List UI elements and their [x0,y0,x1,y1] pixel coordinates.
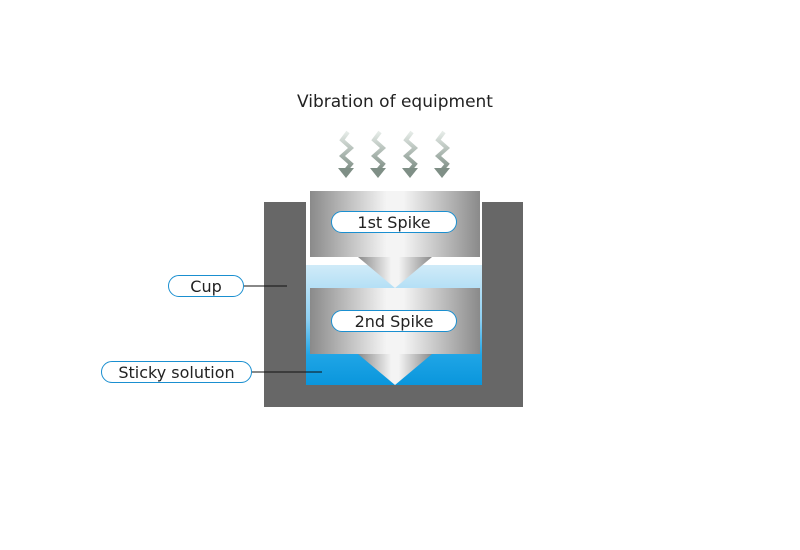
cup [264,202,523,407]
diagram-title: Vibration of equipment [297,92,493,112]
cup-label: Cup [168,275,244,297]
wavy-arrow-icon [402,130,419,178]
wavy-arrow-icon [370,130,387,178]
spike1-label: 1st Spike [331,211,457,233]
sticky-solution-label: Sticky solution [101,361,252,383]
spike2-label: 2nd Spike [331,310,457,332]
wavy-arrow-icon [434,130,451,178]
wavy-arrow-icon [338,130,355,178]
